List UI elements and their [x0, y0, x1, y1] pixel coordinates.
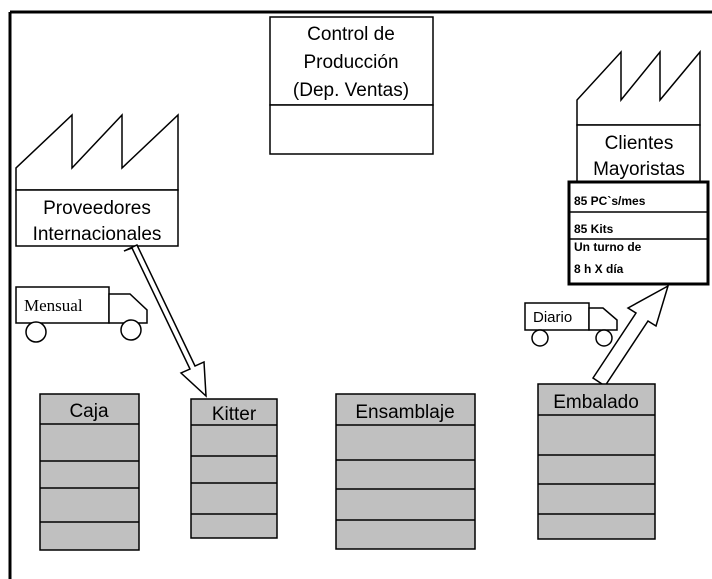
supplier-line1: Proveedores [43, 198, 151, 219]
process-kitter: Kitter [190, 398, 278, 539]
customer-factory: Clientes Mayoristas [576, 49, 701, 183]
process-name: Embalado [553, 392, 639, 413]
truck-trailer [524, 302, 590, 331]
outbound-frequency: Diario [533, 309, 572, 326]
production-control-box [269, 16, 434, 106]
supplier-line2: Internacionales [33, 224, 162, 245]
truck-cab [588, 307, 618, 331]
process-box [190, 398, 278, 539]
shipment-arrow-outbound [591, 284, 670, 388]
process-box [537, 383, 656, 540]
customer-data-row2: 85 Kits [574, 222, 614, 236]
customer-data-frame [567, 180, 710, 286]
production-control: Control de Producción (Dep. Ventas) [269, 16, 434, 155]
truck-icon: Mensual [15, 286, 148, 343]
process-box [335, 393, 476, 550]
truck-cab [108, 293, 148, 324]
production-control-data-box [269, 104, 434, 155]
truck-icon: Diario [524, 302, 618, 347]
truck-wheel [595, 329, 613, 347]
factory-roof-icon [576, 49, 701, 126]
production-control-line3: (Dep. Ventas) [293, 80, 409, 101]
process-name: Kitter [212, 404, 257, 425]
inbound-frequency: Mensual [24, 296, 83, 315]
production-control-line1: Control de [307, 24, 395, 45]
supplier-box [15, 189, 179, 247]
customer-data-row3b: 8 h X día [574, 262, 624, 276]
process-caja: Caja [39, 393, 140, 551]
process-ensamblaje: Ensamblaje [335, 393, 476, 550]
customer-data-row3a: Un turno de [574, 240, 642, 254]
customer-line1: Clientes [605, 133, 674, 154]
factory-roof-icon [15, 113, 179, 191]
supplier-factory: Proveedores Internacionales [15, 113, 179, 247]
process-box [39, 393, 140, 551]
truck-wheel [120, 319, 142, 341]
customer-box [576, 124, 701, 183]
process-embalado: Embalado [537, 383, 656, 540]
truck-wheel [531, 329, 549, 347]
process-name: Ensamblaje [355, 402, 454, 423]
customer-line2: Mayoristas [593, 159, 685, 180]
shipment-arrow-inbound [123, 244, 207, 398]
customer-data-row1: 85 PC`s/mes [574, 194, 646, 208]
process-name: Caja [69, 401, 109, 422]
customer-data-box: 85 PC`s/mes 85 Kits Un turno de 8 h X dí… [567, 180, 710, 286]
production-control-line2: Producción [303, 52, 398, 73]
truck-wheel [25, 321, 47, 343]
